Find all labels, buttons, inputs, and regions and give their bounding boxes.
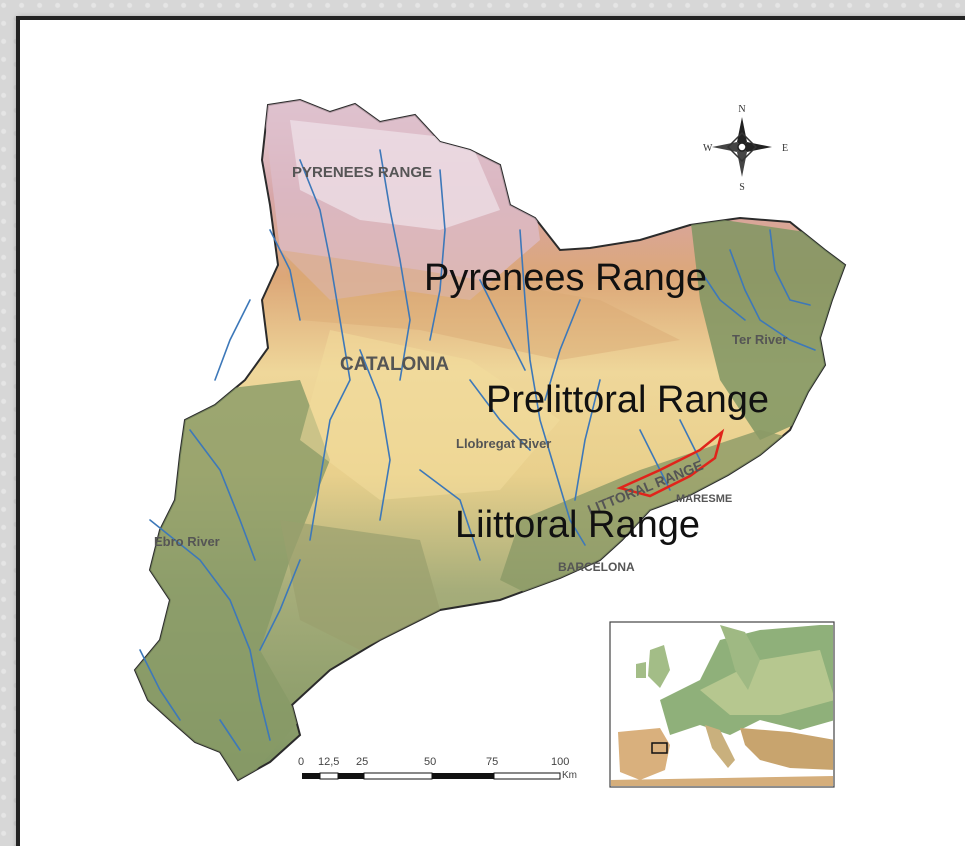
label-pyrenees-range: Pyrenees Range bbox=[424, 257, 707, 299]
label-pyrenees-small: PYRENEES RANGE bbox=[292, 164, 432, 181]
scale-tick-100: 100 bbox=[551, 756, 569, 768]
europe-locator-inset bbox=[609, 621, 835, 788]
label-ebro-river: Ebro River bbox=[154, 534, 220, 549]
river-network bbox=[139, 149, 816, 751]
scale-tick-75: 75 bbox=[486, 756, 498, 768]
label-prelittoral-range: Prelittoral Range bbox=[486, 379, 769, 421]
scale-tick-50: 50 bbox=[424, 756, 436, 768]
scale-unit: Km bbox=[562, 770, 577, 781]
scale-bar bbox=[302, 772, 561, 780]
label-liittoral-range: Liittoral Range bbox=[455, 504, 700, 546]
maresme-outline bbox=[616, 428, 725, 498]
scale-tick-25: 25 bbox=[356, 756, 368, 768]
scale-tick-0: 0 bbox=[298, 756, 304, 768]
scale-tick-12-5: 12,5 bbox=[318, 756, 339, 768]
compass-w-label: W bbox=[703, 143, 713, 154]
label-ter-river: Ter River bbox=[732, 332, 787, 347]
compass-rose-icon bbox=[712, 117, 772, 177]
label-barcelona: BARCELONA bbox=[558, 560, 635, 574]
scale-bar-labels: 0 12,5 25 50 75 100 Km bbox=[298, 756, 577, 781]
label-catalonia: CATALONIA bbox=[340, 354, 449, 375]
label-maresme: MARESME bbox=[676, 493, 732, 505]
catalonia-territory bbox=[133, 98, 847, 782]
compass-s-label: S bbox=[739, 182, 745, 193]
label-llobregat-river: Llobregat River bbox=[456, 436, 551, 451]
compass-n-label: N bbox=[738, 104, 745, 115]
compass-e-label: E bbox=[782, 143, 788, 154]
